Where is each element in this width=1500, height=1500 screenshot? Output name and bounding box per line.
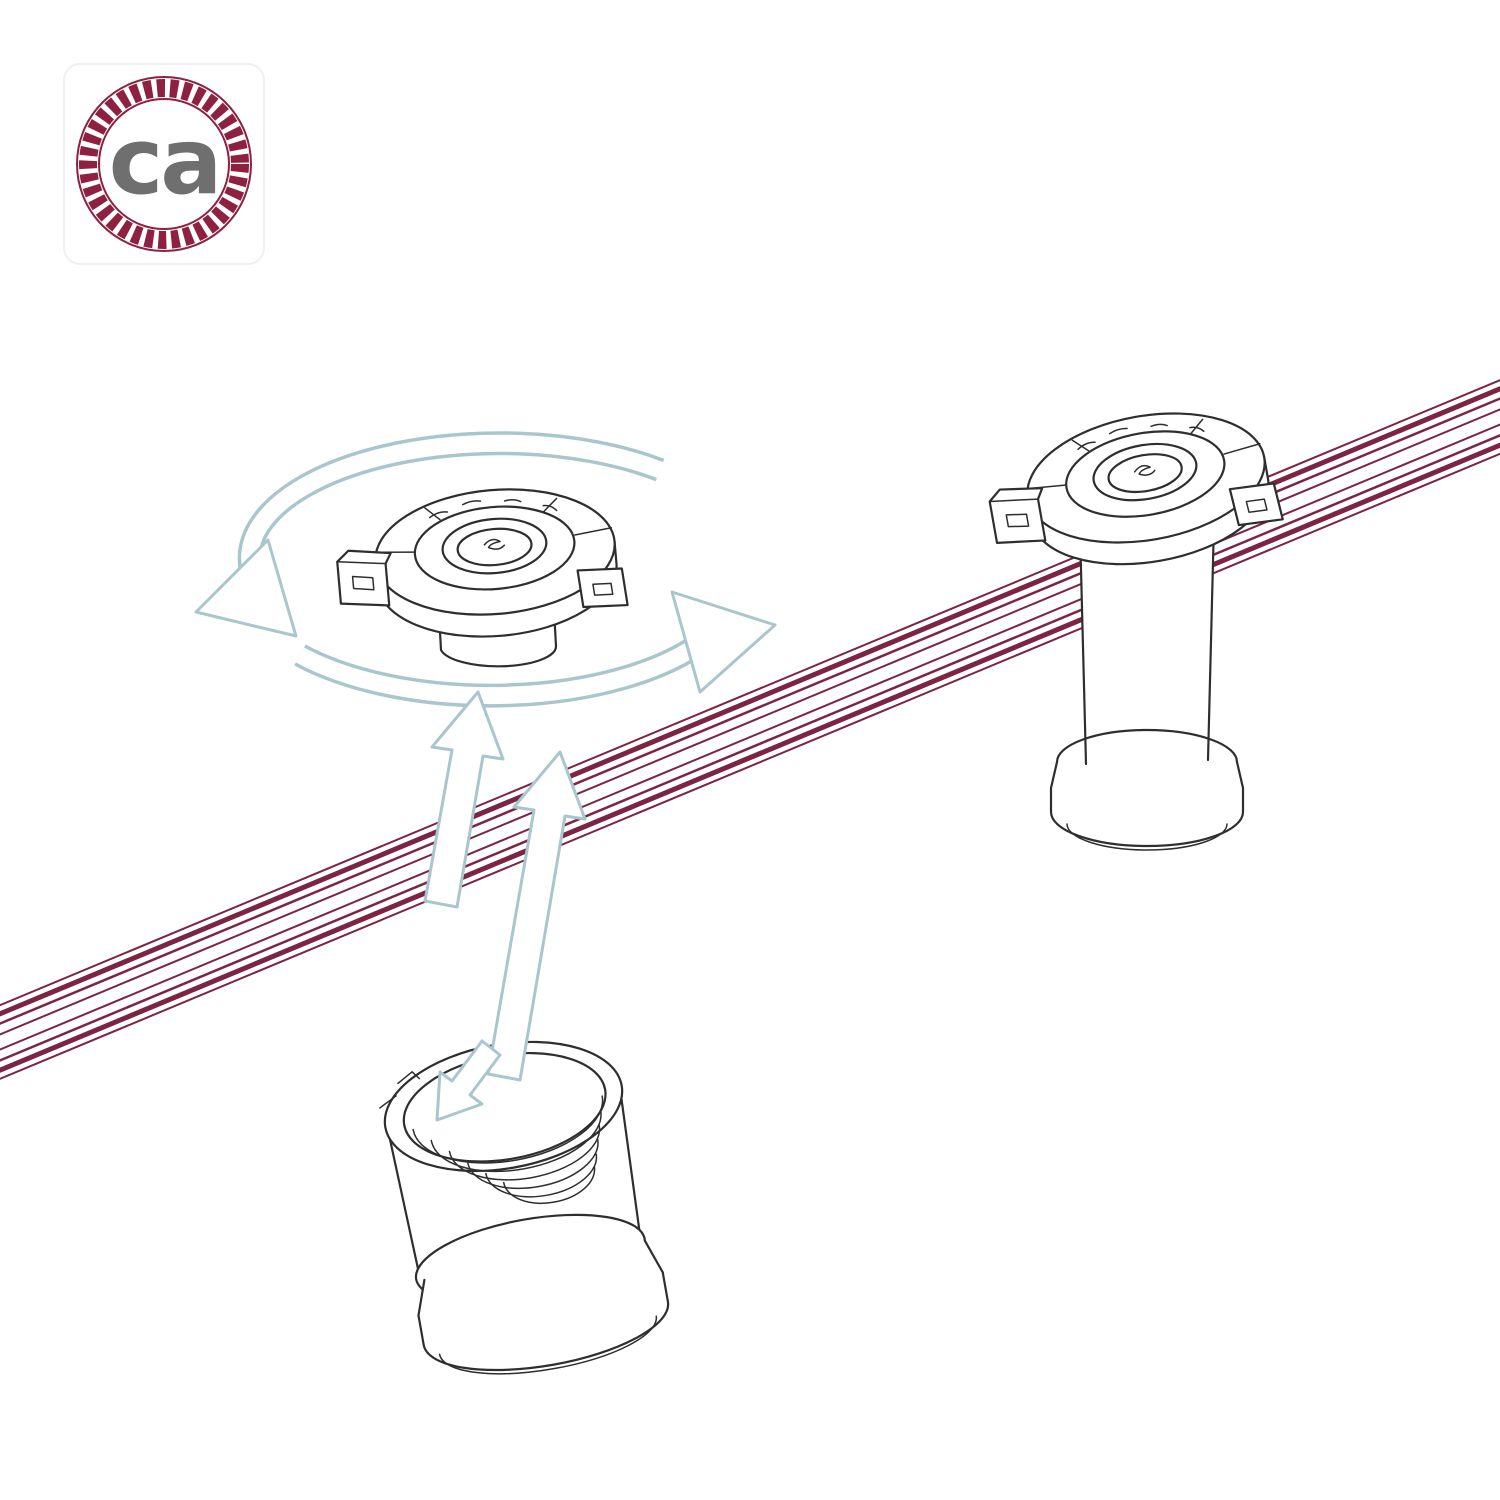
ring-nut-exploded	[331, 478, 631, 668]
rotation-arrows-icon-2	[294, 590, 777, 708]
socket-thread	[412, 1095, 604, 1205]
threaded-socket	[379, 1040, 670, 1375]
ring-nut-assembled	[978, 393, 1288, 590]
brand-logo: ca	[63, 63, 265, 265]
rotation-arrows-icon	[194, 431, 665, 638]
logo-text: ca	[109, 108, 220, 215]
logo-rope-ring-icon	[76, 76, 252, 252]
flat-cable	[0, 332, 1500, 1090]
press-arrow-icon	[435, 1039, 502, 1122]
rotation-arrowhead-left	[194, 538, 298, 638]
insert-arrow-up-icon-2	[486, 750, 587, 1082]
rotation-arrowhead-right	[670, 590, 777, 694]
assembled-lamp-holder	[978, 393, 1288, 851]
insert-arrow-up-icon	[423, 690, 505, 909]
